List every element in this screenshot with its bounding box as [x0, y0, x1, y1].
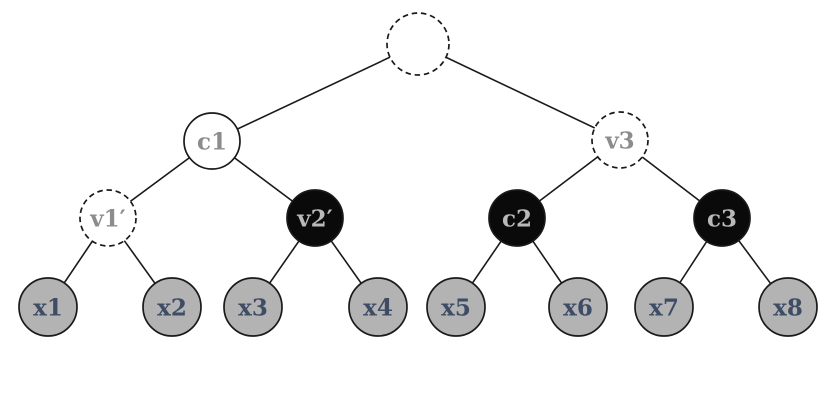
tree-node-circle-v3 [591, 111, 649, 169]
tree-nodes-layer: c1 v3 v1′ v2′ c2 c3 x1 x2 x3 x4 x5 x6 x7 x8 [18, 12, 818, 337]
tree-node-circle-v2p [286, 189, 344, 247]
tree-node-x7: x7 [634, 277, 694, 337]
tree-node-x6: x6 [548, 277, 608, 337]
tree-node-circle-x6 [548, 277, 608, 337]
tree-node-x3: x3 [223, 277, 283, 337]
tree-edge-root-c1 [211, 43, 419, 142]
tree-node-x8: x8 [758, 277, 818, 337]
tree-node-v2p: v2′ [286, 189, 344, 247]
tree-node-x5: x5 [426, 277, 486, 337]
tree-node-circle-v1p [79, 189, 137, 247]
tree-node-circle-c2 [488, 189, 546, 247]
tree-node-x1: x1 [18, 277, 78, 337]
tree-node-c2: c2 [488, 189, 546, 247]
tree-edges-layer [47, 43, 789, 308]
tree-node-circle-root [386, 12, 450, 76]
tree-node-v3: v3 [591, 111, 649, 169]
tree-node-x2: x2 [142, 277, 202, 337]
tree-node-circle-x5 [426, 277, 486, 337]
tree-node-v1p: v1′ [79, 189, 137, 247]
tree-edge-root-v3 [417, 43, 621, 141]
tree-node-c3: c3 [693, 189, 751, 247]
tree-node-circle-x1 [18, 277, 78, 337]
tree-node-circle-x3 [223, 277, 283, 337]
tree-node-circle-c1 [183, 112, 241, 170]
tree-node-root [386, 12, 450, 76]
tree-node-circle-x8 [758, 277, 818, 337]
tree-node-x4: x4 [348, 277, 408, 337]
tree-node-circle-x2 [142, 277, 202, 337]
tree-node-circle-c3 [693, 189, 751, 247]
tree-node-c1: c1 [183, 112, 241, 170]
tree-node-circle-x7 [634, 277, 694, 337]
tree-node-circle-x4 [348, 277, 408, 337]
